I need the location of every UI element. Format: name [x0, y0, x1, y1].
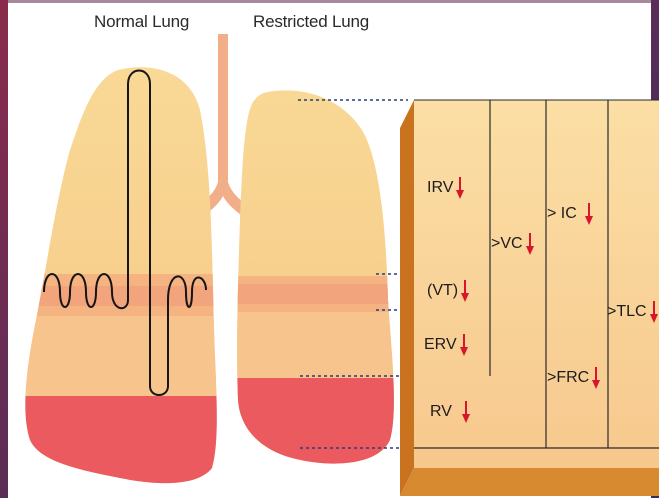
ic-label: > IC [547, 203, 593, 225]
ic-text: > IC [547, 205, 577, 222]
tlc-text: >TLC [607, 303, 647, 320]
erv-text: ERV [424, 336, 457, 353]
irv-text: IRV [427, 179, 453, 196]
vc-text: >VC [491, 235, 523, 252]
normal-lung-title: Normal Lung [94, 12, 189, 32]
vc-label: >VC [491, 233, 534, 255]
tlc-label: >TLC [607, 301, 658, 323]
rv-label: RV [430, 401, 470, 423]
vt-text: (VT) [427, 282, 458, 299]
frc-label: >FRC [547, 367, 600, 389]
red-down-arrow-icon [456, 177, 464, 199]
frc-text: >FRC [547, 369, 589, 386]
erv-label: ERV [424, 334, 468, 356]
red-down-arrow-icon [460, 334, 468, 356]
red-down-arrow-icon [526, 233, 534, 255]
red-down-arrow-icon [592, 367, 600, 389]
red-down-arrow-icon [650, 301, 658, 323]
irv-label: IRV [427, 177, 464, 199]
red-down-arrow-icon [462, 401, 470, 423]
vt-label: (VT) [427, 280, 469, 302]
red-down-arrow-icon [461, 280, 469, 302]
restricted-lung-title: Restricted Lung [253, 12, 369, 32]
rv-text: RV [430, 403, 452, 420]
red-down-arrow-icon [585, 203, 593, 225]
